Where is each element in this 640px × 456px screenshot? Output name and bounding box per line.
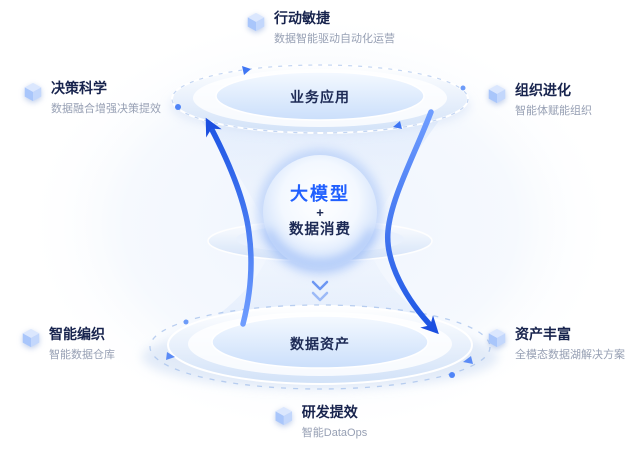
cube-icon [273,405,295,432]
cube-icon [22,81,44,108]
callout-rnd-efficiency: 研发提效 智能DataOps [273,404,367,440]
flow-chevrons-down [311,280,329,302]
cube-icon [486,83,508,110]
callout-subtitle: 智能体赋能组织 [515,104,592,117]
cube-icon [20,327,42,354]
cycle-arrow-up-left [205,117,254,327]
cube-icon [486,327,508,354]
center-model-label: 大模型 [290,184,350,204]
callout-subtitle: 全模态数据湖解决方案 [515,348,625,361]
callout-decision-science: 决策科学 数据融合增强决策提效 [22,80,161,116]
center-sphere [257,149,383,275]
callout-subtitle: 智能DataOps [301,426,368,439]
bottom-disk [142,304,498,390]
center-sphere-text: 大模型 + 数据消费 [289,184,351,238]
callout-rich-assets: 资产丰富 全模态数据湖解决方案 [486,326,625,362]
callout-title: 行动敏捷 [274,10,330,26]
callout-intelligent-weaving: 智能编织 智能数据仓库 [20,326,115,362]
orbit-decor [166,66,473,378]
top-orbit-dashed [171,64,469,134]
callout-subtitle: 数据融合增强决策提效 [51,102,161,115]
center-consumption-label: 数据消费 [289,221,351,238]
callout-subtitle: 数据智能驱动自动化运营 [274,32,395,45]
bottom-orbit-dashed [149,304,491,390]
callout-title: 资产丰富 [515,326,571,342]
cube-icon [245,11,267,38]
top-disk-label: 业务应用 [290,89,350,105]
top-disk [170,64,470,134]
callout-organization-evolution: 组织进化 智能体赋能组织 [486,82,592,118]
callout-title: 组织进化 [515,82,571,98]
callout-subtitle: 智能数据仓库 [49,348,115,361]
center-plus-sign: + [316,204,324,220]
callout-title: 研发提效 [301,404,358,420]
cycle-arrow-down-right [385,109,439,335]
callout-title: 决策科学 [51,80,107,96]
callout-action-agility: 行动敏捷 数据智能驱动自动化运营 [245,10,395,46]
bottom-disk-label: 数据资产 [290,336,350,352]
callout-title: 智能编织 [49,326,105,342]
